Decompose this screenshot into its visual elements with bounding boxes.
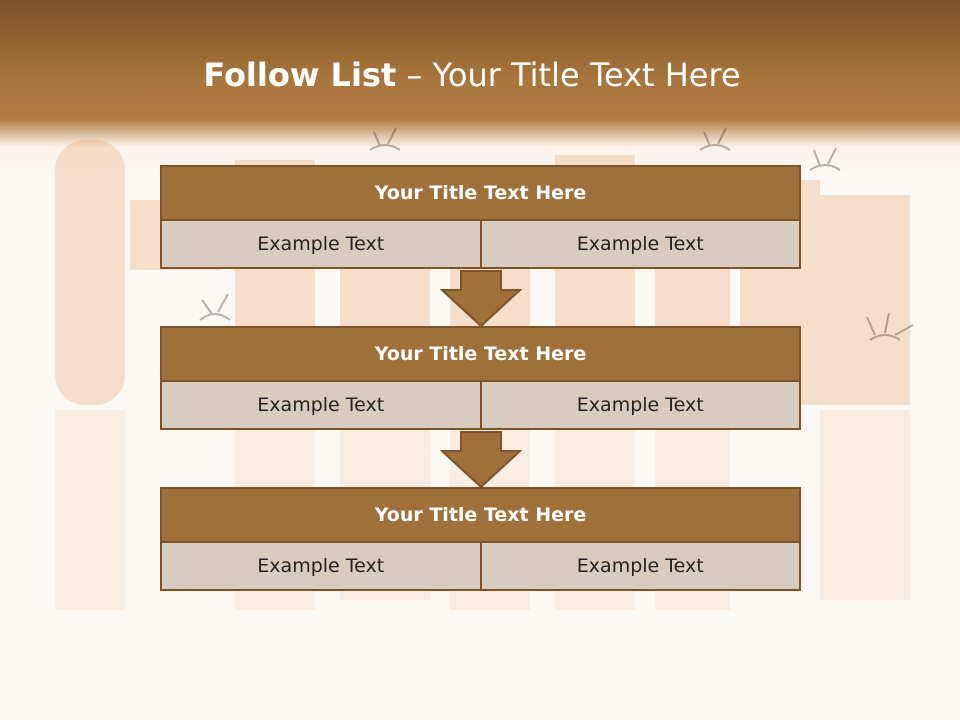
header-band bbox=[0, 0, 960, 175]
down-arrow-2 bbox=[440, 431, 522, 489]
step-row: Example Text Example Text bbox=[160, 543, 801, 591]
slide-title-rest: – Your Title Text Here bbox=[406, 56, 741, 94]
step-box-3: Your Title Text Here Example Text Exampl… bbox=[160, 487, 801, 591]
slide-title: Follow List – Your Title Text Here bbox=[0, 56, 944, 94]
down-arrow-1 bbox=[440, 270, 522, 328]
step-row: Example Text Example Text bbox=[160, 221, 801, 269]
step-cell-right: Example Text bbox=[481, 221, 801, 269]
step-title: Your Title Text Here bbox=[160, 487, 801, 543]
slide-title-bold: Follow List bbox=[203, 56, 397, 94]
step-box-1: Your Title Text Here Example Text Exampl… bbox=[160, 165, 801, 269]
step-title: Your Title Text Here bbox=[160, 165, 801, 221]
step-box-2: Your Title Text Here Example Text Exampl… bbox=[160, 326, 801, 430]
step-cell-left: Example Text bbox=[160, 221, 482, 269]
step-cell-left: Example Text bbox=[160, 382, 482, 430]
step-cell-left: Example Text bbox=[160, 543, 482, 591]
step-row: Example Text Example Text bbox=[160, 382, 801, 430]
step-title: Your Title Text Here bbox=[160, 326, 801, 382]
step-cell-right: Example Text bbox=[481, 543, 801, 591]
step-cell-right: Example Text bbox=[481, 382, 801, 430]
